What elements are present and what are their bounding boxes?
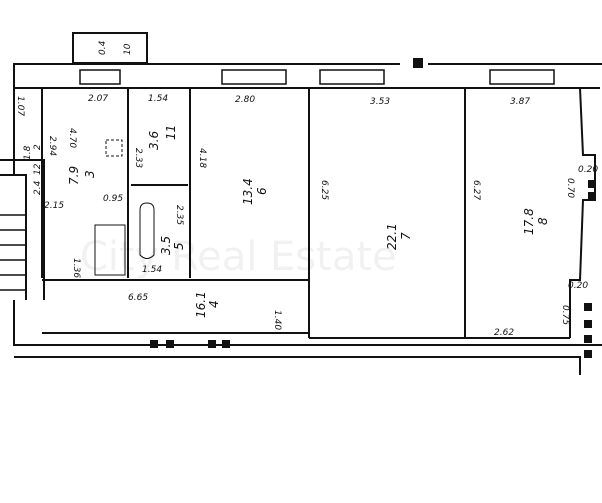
- svg-text:0.20: 0.20: [568, 281, 588, 291]
- svg-text:2.15: 2.15: [44, 201, 64, 211]
- svg-text:3.5: 3.5: [159, 236, 173, 255]
- svg-text:22.1: 22.1: [385, 223, 399, 250]
- svg-text:7.9: 7.9: [67, 166, 81, 185]
- svg-text:5: 5: [172, 242, 186, 250]
- svg-text:6.25: 6.25: [319, 180, 329, 200]
- svg-text:2.80: 2.80: [235, 95, 255, 105]
- stairwell: [0, 159, 45, 300]
- svg-text:7: 7: [399, 232, 413, 240]
- svg-text:1.40: 1.40: [272, 310, 282, 330]
- svg-text:1.54: 1.54: [148, 94, 168, 104]
- svg-text:1.36: 1.36: [71, 258, 81, 278]
- outer-wall-right: [569, 87, 596, 338]
- dimension-labels: 2.07 1.54 2.80 3.53 3.87 4.70 2.94 2.33 …: [15, 94, 598, 338]
- stove-icon: [105, 139, 123, 157]
- watermark: City Real Estate: [80, 234, 397, 280]
- svg-text:6: 6: [255, 187, 269, 195]
- svg-text:2.62: 2.62: [494, 328, 514, 338]
- ventilation-markers: [150, 180, 596, 358]
- sink-icon: [94, 224, 126, 276]
- svg-text:2.4: 2.4: [33, 180, 43, 195]
- svg-text:0.70: 0.70: [565, 178, 575, 198]
- svg-text:6.27: 6.27: [471, 180, 481, 200]
- svg-text:4.18: 4.18: [197, 148, 207, 168]
- svg-text:2.07: 2.07: [88, 94, 108, 104]
- room-12: 2.412: [33, 163, 43, 195]
- svg-text:13.4: 13.4: [241, 178, 255, 205]
- interior-walls: [41, 88, 570, 339]
- svg-text:16.1: 16.1: [194, 291, 208, 318]
- svg-text:1.8: 1.8: [23, 145, 33, 160]
- svg-text:3.53: 3.53: [370, 97, 390, 107]
- svg-text:12: 12: [33, 163, 43, 175]
- stair-steps: [0, 214, 26, 291]
- balcony-area: 0.4: [98, 40, 108, 55]
- svg-text:0.95: 0.95: [103, 194, 123, 204]
- svg-text:2.94: 2.94: [47, 136, 57, 156]
- svg-text:6.65: 6.65: [128, 293, 148, 303]
- column-marker-icon: [413, 58, 423, 68]
- svg-text:2: 2: [33, 144, 43, 150]
- bathtub-icon: [139, 202, 155, 259]
- svg-text:3.6: 3.6: [147, 131, 161, 150]
- svg-text:17.8: 17.8: [522, 208, 536, 235]
- svg-text:11: 11: [164, 125, 178, 140]
- svg-text:1.07: 1.07: [15, 96, 25, 116]
- outer-wall-bottom: [14, 356, 581, 375]
- svg-text:4: 4: [207, 300, 221, 308]
- svg-text:1.54: 1.54: [142, 265, 162, 275]
- svg-text:2.33: 2.33: [133, 148, 143, 168]
- balcony: [72, 32, 148, 64]
- svg-text:2.35: 2.35: [174, 205, 184, 225]
- windows: [79, 69, 555, 85]
- outer-wall-top: [13, 63, 602, 89]
- svg-text:3.87: 3.87: [510, 97, 530, 107]
- svg-text:3: 3: [83, 170, 97, 178]
- svg-text:0.75: 0.75: [560, 305, 570, 325]
- balcony-number: 10: [123, 43, 133, 55]
- svg-text:0.20: 0.20: [578, 165, 598, 175]
- svg-text:4.70: 4.70: [67, 128, 77, 148]
- svg-text:8: 8: [536, 217, 550, 225]
